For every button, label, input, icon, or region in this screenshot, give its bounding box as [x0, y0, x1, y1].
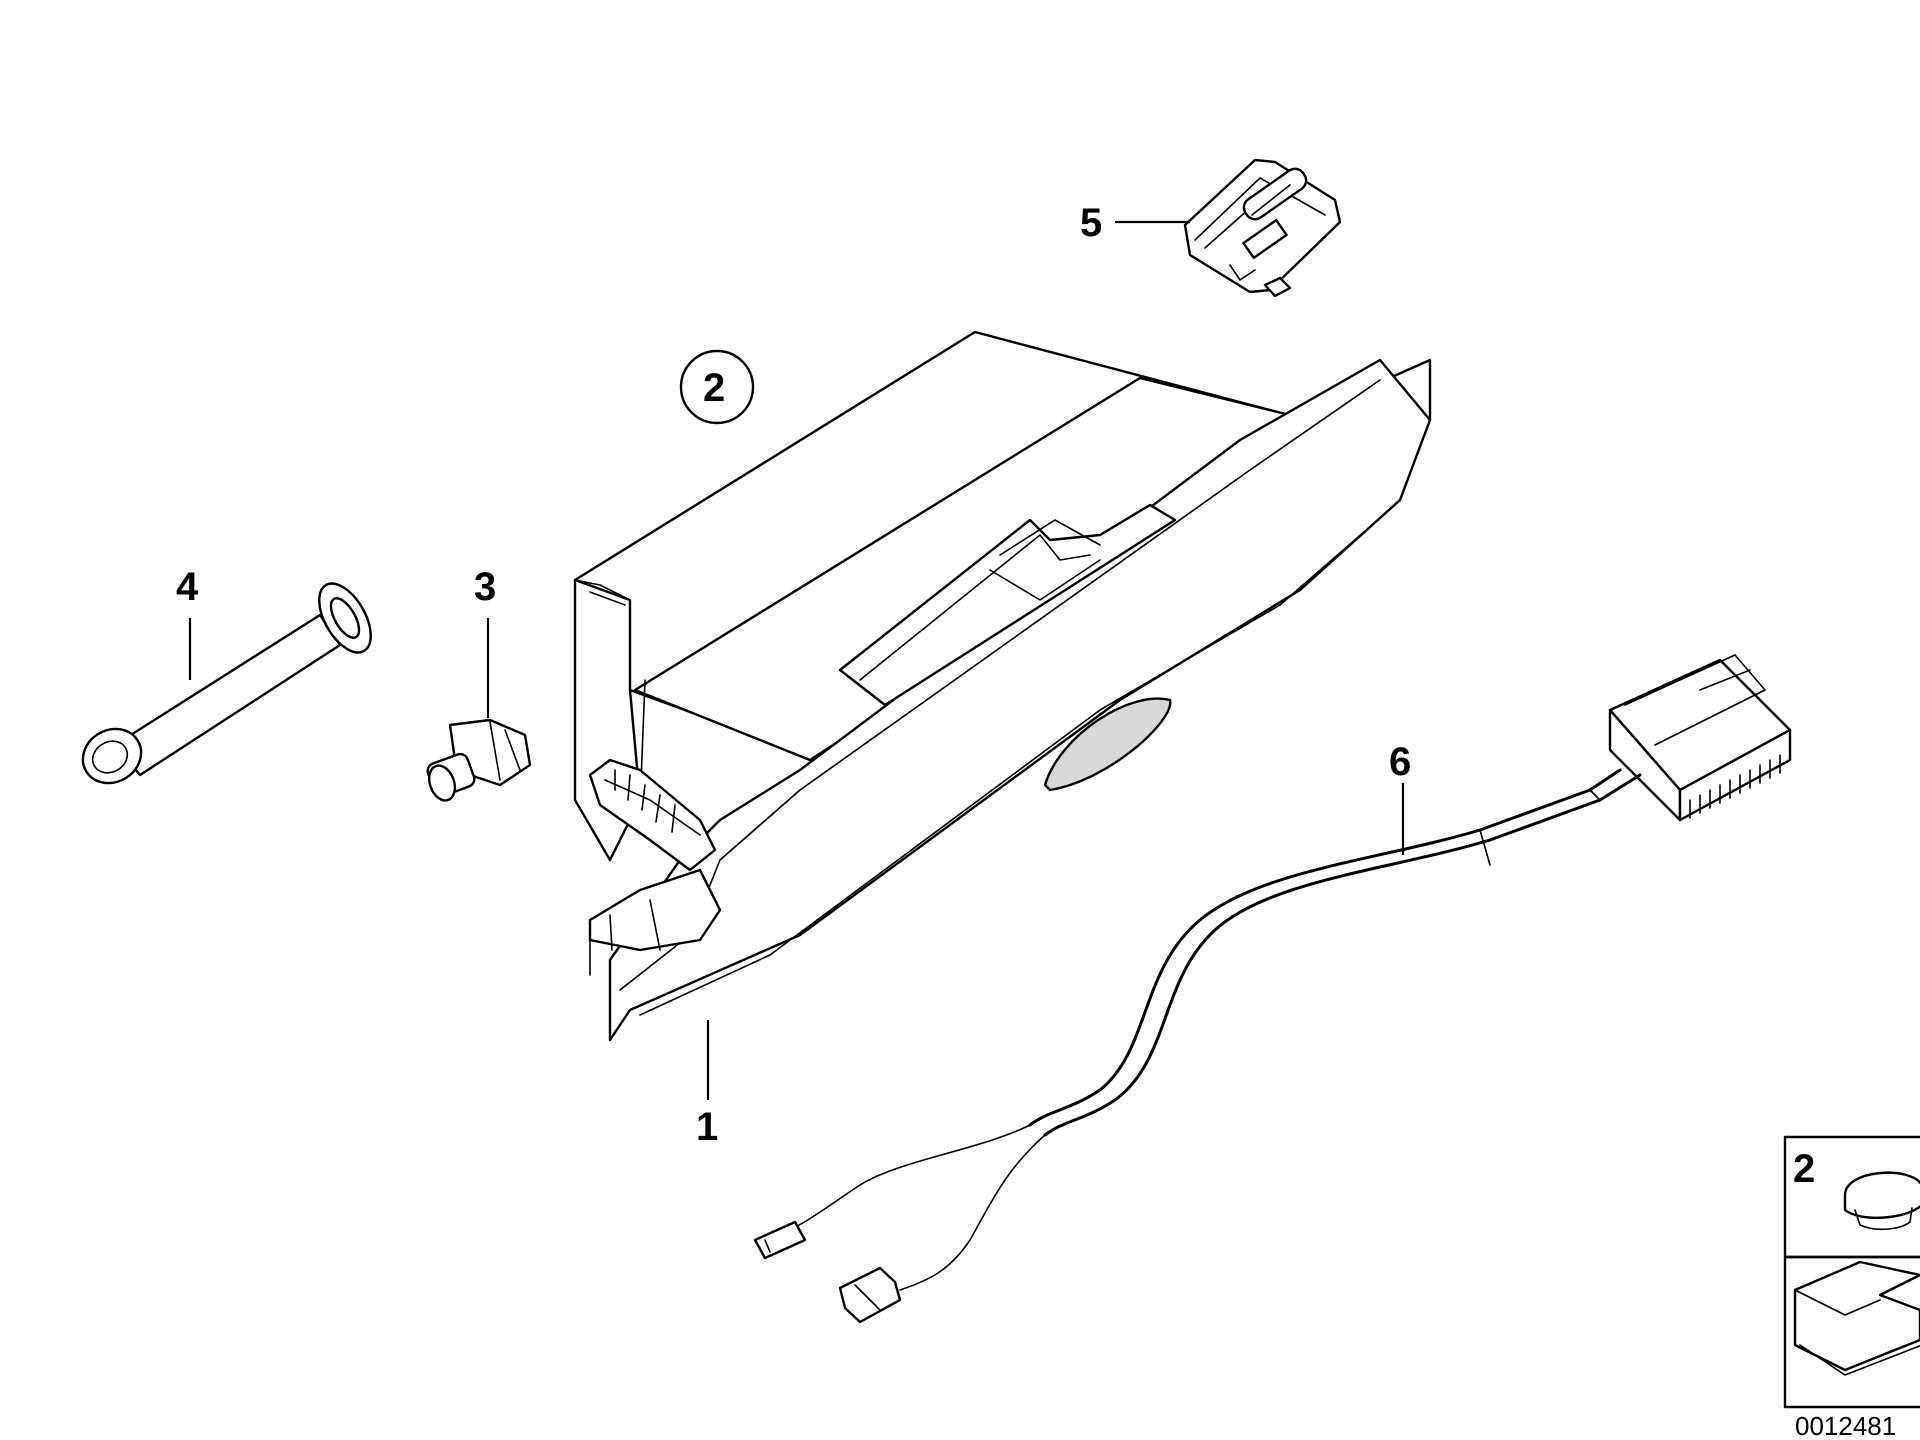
callout-2-circled: 2: [703, 366, 725, 410]
part-5-latch: [1183, 158, 1342, 298]
callout-1: 1: [696, 1105, 718, 1149]
callout-3: 3: [474, 565, 496, 609]
callout-4: 4: [176, 565, 199, 609]
callout-5: 5: [1080, 201, 1102, 245]
legend-box: 2: [1783, 1135, 1920, 1409]
clip-icon: [1843, 1171, 1920, 1219]
callout-6: 6: [1389, 740, 1411, 784]
part-3-lock-cylinder: [426, 718, 532, 802]
part-1-glove-box: [573, 330, 1432, 1042]
part-6-wiring-harness: [753, 654, 1792, 1324]
legend-item-number: 2: [1793, 1147, 1815, 1191]
callout-2-circle: [679, 349, 755, 425]
part-4-tube: [81, 582, 372, 785]
document-number: 0012481: [1795, 1411, 1896, 1440]
